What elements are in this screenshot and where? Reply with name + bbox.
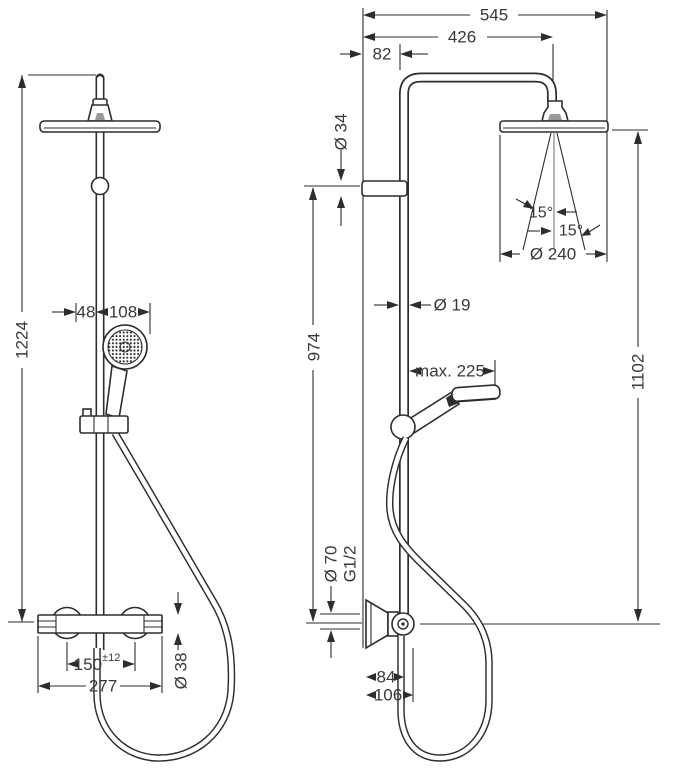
dim-bracket-diameter-34: Ø 34 <box>332 114 351 226</box>
overhead-disc-front <box>39 120 161 133</box>
dim-handle-distance-150: 150±12 <box>66 642 136 674</box>
dim-82-label: 82 <box>373 45 392 64</box>
connection-escutcheon <box>365 598 389 650</box>
dim-handshower-48-108: 48 108 <box>52 303 151 334</box>
handshower-holder-pivot <box>390 414 416 440</box>
dim-70-label: Ø 70 <box>322 546 341 583</box>
handshower-head-side <box>451 384 501 403</box>
dim-108-label: 108 <box>109 303 137 322</box>
dim-545-label: 545 <box>480 6 508 25</box>
wall-connection <box>365 598 415 650</box>
overhead-shower-side <box>499 100 609 251</box>
dim-106-label: 106 <box>374 686 402 705</box>
dim-depth-106: 106 <box>366 686 413 705</box>
hand-shower-front <box>102 324 148 420</box>
front-view: 1224 48 108 <box>8 73 236 762</box>
dim-overall-projection-545: 545 <box>363 6 607 25</box>
spray-angle-annotations: 15° 15° <box>515 198 601 240</box>
dim-valve-diameter-38: Ø 38 <box>172 592 191 689</box>
spray-line-right <box>556 132 586 251</box>
dim-150-value: 150 <box>74 655 102 674</box>
spray-angle-left-label: 15° <box>529 205 553 222</box>
dim-34-label: Ø 34 <box>332 114 351 151</box>
dim-38-label: Ø 38 <box>172 653 191 690</box>
dim-150-label: 150±12 <box>74 652 121 674</box>
dim-head-diameter-240: Ø 240 <box>500 245 607 264</box>
dim-240-label: Ø 240 <box>530 245 576 264</box>
thermostat-valve-front <box>37 606 163 640</box>
dim-g12-label: G1/2 <box>341 546 360 583</box>
side-view: 545 426 82 <box>304 6 660 762</box>
dim-426-label: 426 <box>448 28 476 47</box>
shower-hose-side <box>385 436 493 762</box>
dim-connection-70-g12: Ø 70 G1/2 <box>320 546 360 658</box>
dim-riser-offset-82: 82 <box>340 45 428 64</box>
dim-depth-84: 84 <box>366 668 404 687</box>
dim-overall-height-label: 1224 <box>13 321 32 359</box>
wall-bracket-side <box>361 180 408 197</box>
hand-shower-side <box>390 384 501 440</box>
dim-974-label: 974 <box>305 333 324 361</box>
dim-1102-label: 1102 <box>629 354 648 391</box>
slider-bracket-front <box>79 408 129 434</box>
riser-pipe-and-arm <box>399 72 557 621</box>
dim-277-label: 277 <box>89 677 117 696</box>
overhead-shower-front <box>39 98 161 196</box>
ball-joint <box>90 176 110 196</box>
dim-225-label: max. 225 <box>415 362 485 381</box>
dim-48-label: 48 <box>77 303 96 322</box>
overhead-disc-side <box>499 120 609 133</box>
dim-84-label: 84 <box>377 668 396 687</box>
dim-arm-projection-426: 426 <box>363 28 553 47</box>
spray-face-center <box>119 341 131 353</box>
shower-hose-front <box>93 431 236 762</box>
valve-body <box>37 614 163 634</box>
dim-overall-height-1224: 1224 <box>8 74 96 623</box>
dim-rail-length-974: 974 <box>305 187 324 622</box>
dim-valve-width-277: 277 <box>37 636 163 696</box>
spray-angle-right-label: 15° <box>559 223 583 240</box>
dim-pipe-diameter-19: Ø 19 <box>374 296 470 315</box>
dim-19-label: Ø 19 <box>434 296 471 315</box>
dim-150-tolerance: ±12 <box>102 652 120 664</box>
dim-handshower-reach-225: max. 225 <box>409 362 495 381</box>
dim-head-height-1102: 1102 <box>629 131 648 622</box>
